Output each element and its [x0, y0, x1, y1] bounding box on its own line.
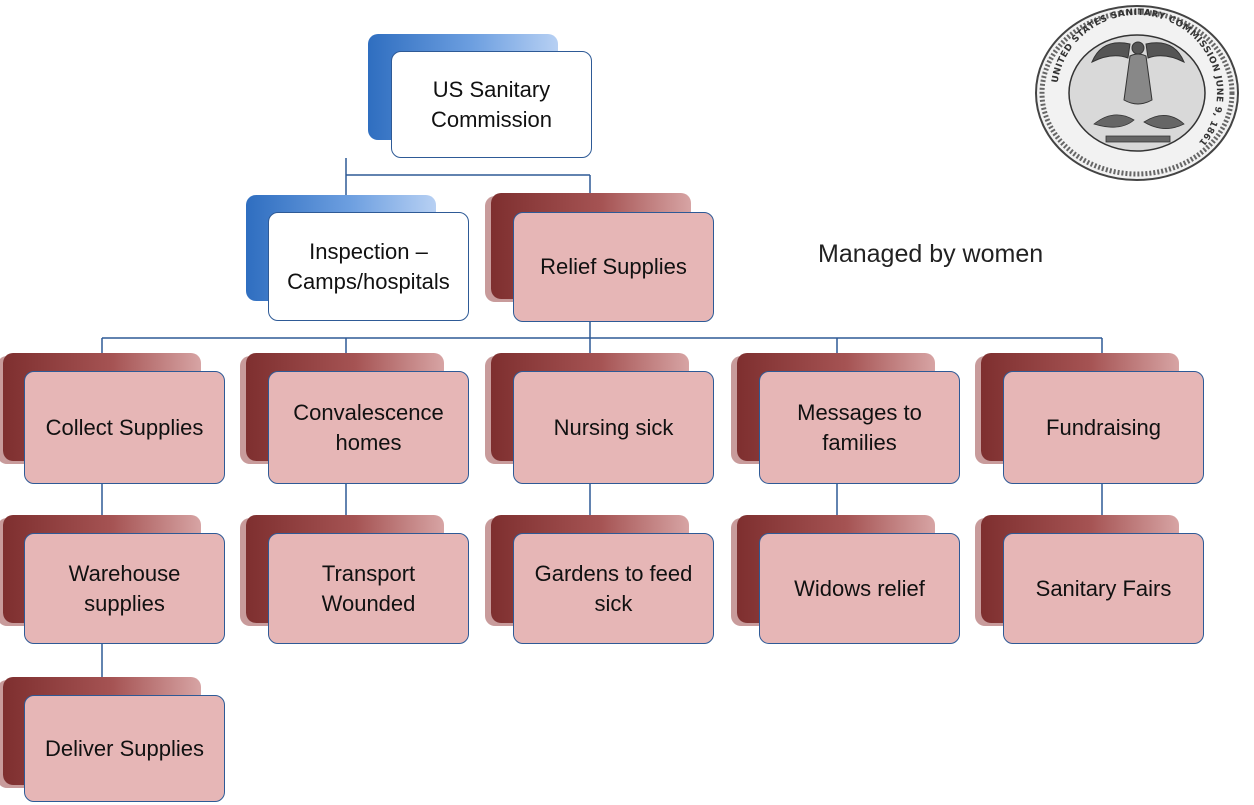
- connector-level4: [101, 484, 1103, 533]
- node-label: Warehouse supplies: [24, 533, 225, 644]
- node-label: Nursing sick: [513, 371, 714, 484]
- node-label: Gardens to feed sick: [513, 533, 714, 644]
- node-label: Deliver Supplies: [24, 695, 225, 802]
- node-label: Transport Wounded: [268, 533, 469, 644]
- node-label: Collect Supplies: [24, 371, 225, 484]
- node-label: Sanitary Fairs: [1003, 533, 1204, 644]
- node-label: Widows relief: [759, 533, 960, 644]
- node-label: US Sanitary Commission: [391, 51, 592, 158]
- sanitary-commission-seal: UNITED STATES SANITARY COMMISSION JUNE 9…: [1035, 5, 1239, 181]
- node-label: Fundraising: [1003, 371, 1204, 484]
- managed-by-women-note: Managed by women: [818, 240, 1044, 268]
- connector-root: [345, 158, 591, 212]
- node-label: Convalescence homes: [268, 371, 469, 484]
- node-label: Messages to families: [759, 371, 960, 484]
- node-label: Inspection – Camps/hospitals: [268, 212, 469, 321]
- node-label: Relief Supplies: [513, 212, 714, 322]
